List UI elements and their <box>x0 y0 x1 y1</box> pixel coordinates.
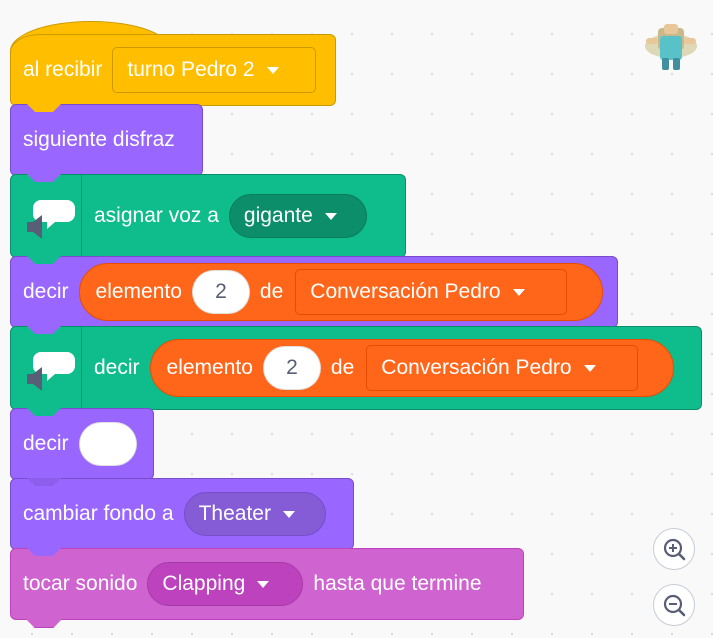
chevron-down-icon <box>324 212 337 220</box>
list-dropdown-value: Conversación Pedro <box>310 280 501 303</box>
item-of-list-reporter[interactable]: elemento 2 de Conversación Pedro <box>149 339 674 397</box>
message-dropdown-value: turno Pedro 2 <box>127 58 255 81</box>
zoom-in-button[interactable] <box>653 528 695 570</box>
block-notch <box>27 174 61 182</box>
set-voice-block[interactable]: asignar voz a gigante <box>10 174 406 258</box>
list-dropdown-value: Conversación Pedro <box>381 356 572 379</box>
speak-label: decir <box>94 356 140 379</box>
zoom-in-icon <box>663 538 686 561</box>
block-notch <box>27 478 61 486</box>
block-bottom-tab <box>26 619 62 628</box>
switch-backdrop-block[interactable]: cambiar fondo a Theater <box>10 478 354 550</box>
backdrop-dropdown[interactable]: Theater <box>183 492 326 536</box>
zoom-out-button[interactable] <box>653 584 695 626</box>
message-dropdown[interactable]: turno Pedro 2 <box>112 47 317 93</box>
block-notch <box>27 256 61 264</box>
say-label: decir <box>23 432 69 455</box>
chevron-down-icon <box>282 510 295 518</box>
say-empty-block[interactable]: decir <box>10 408 154 480</box>
say-label: decir <box>23 280 69 303</box>
next-costume-block[interactable]: siguiente disfraz <box>10 104 203 176</box>
list-dropdown[interactable]: Conversación Pedro <box>366 345 639 391</box>
play-sound-label: tocar sonido <box>23 572 138 595</box>
of-label: de <box>330 356 355 379</box>
item-label: elemento <box>95 280 182 303</box>
chevron-down-icon <box>512 288 525 296</box>
chevron-down-icon <box>257 580 270 588</box>
play-sound-block[interactable]: tocar sonido Clapping hasta que termine <box>10 548 524 620</box>
item-of-list-reporter[interactable]: elemento 2 de Conversación Pedro <box>78 263 603 321</box>
block-notch <box>27 326 61 334</box>
when-i-receive-label: al recibir <box>23 58 103 81</box>
set-voice-label: asignar voz a <box>94 204 219 227</box>
text-to-speech-icon <box>11 327 82 409</box>
next-costume-label: siguiente disfraz <box>23 128 175 151</box>
sprite-thumbnail <box>640 20 702 77</box>
chevron-down-icon <box>583 364 596 372</box>
backdrop-dropdown-value: Theater <box>198 502 271 525</box>
play-sound-suffix: hasta que termine <box>313 572 482 595</box>
zoom-out-icon <box>663 594 686 617</box>
sound-dropdown-value: Clapping <box>162 572 246 595</box>
say-text-input[interactable] <box>78 422 137 466</box>
voice-dropdown-value: gigante <box>243 204 313 227</box>
list-dropdown[interactable]: Conversación Pedro <box>295 269 568 315</box>
block-notch <box>27 548 61 556</box>
voice-dropdown[interactable]: gigante <box>228 194 367 238</box>
item-label: elemento <box>166 356 253 379</box>
speak-block[interactable]: decir elemento 2 de Conversación Pedro <box>10 326 702 410</box>
item-index-input[interactable]: 2 <box>191 270 250 314</box>
switch-backdrop-label: cambiar fondo a <box>23 502 174 525</box>
block-notch <box>27 408 61 416</box>
block-notch <box>27 104 61 112</box>
item-index-input[interactable]: 2 <box>262 346 321 390</box>
of-label: de <box>259 280 284 303</box>
text-to-speech-icon <box>11 175 82 257</box>
when-i-receive-block[interactable]: al recibir turno Pedro 2 <box>10 21 336 106</box>
say-block[interactable]: decir elemento 2 de Conversación Pedro <box>10 256 618 328</box>
sound-dropdown[interactable]: Clapping <box>147 562 304 606</box>
chevron-down-icon <box>266 66 279 74</box>
